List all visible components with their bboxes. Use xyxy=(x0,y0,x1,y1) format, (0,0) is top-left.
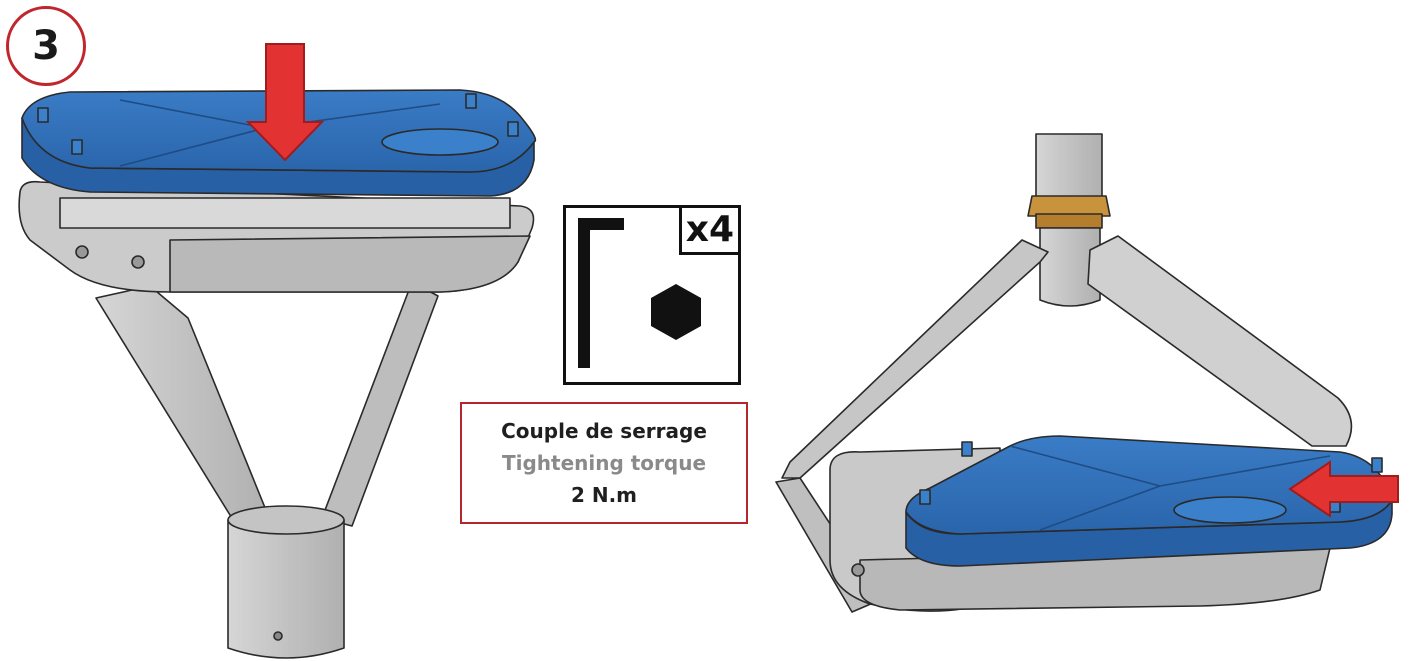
left-housing-rim xyxy=(59,197,511,229)
right-housing-screw xyxy=(851,563,865,577)
left-post-screw xyxy=(273,631,283,641)
torque-label-fr: Couple de serrage xyxy=(501,419,707,443)
quantity-tag: x4 xyxy=(678,205,741,255)
left-cover-seam-3 xyxy=(119,127,266,167)
right-luminaire xyxy=(775,133,1393,613)
left-post-top xyxy=(227,505,345,535)
step-badge: 3 xyxy=(6,6,86,86)
left-cover-plate xyxy=(381,128,499,156)
left-housing-front xyxy=(169,235,531,293)
left-post xyxy=(227,519,345,659)
torque-box: Couple de serrage Tightening torque 2 N.… xyxy=(460,402,748,524)
allen-key-hex-icon xyxy=(578,218,701,368)
right-cover-bolt-3 xyxy=(1371,457,1383,473)
right-cover-seam-1 xyxy=(1009,445,1161,487)
left-cover-seam-1 xyxy=(119,99,266,129)
right-cover-seam-3 xyxy=(1039,485,1161,531)
down-arrow-icon xyxy=(245,43,325,162)
left-cover-bolt-2 xyxy=(71,139,83,155)
allen-key-shape xyxy=(578,218,624,368)
left-cover-bolt-1 xyxy=(37,107,49,123)
left-arrow-icon xyxy=(1288,460,1399,518)
left-luminaire xyxy=(18,89,537,659)
left-arm-right xyxy=(321,281,439,527)
left-cover-bolt-4 xyxy=(507,121,519,137)
left-housing-screw-1 xyxy=(75,245,89,259)
right-pole xyxy=(1035,133,1103,199)
right-brass-collar xyxy=(1035,213,1103,229)
left-arm-left xyxy=(95,285,271,529)
torque-value: 2 N.m xyxy=(570,483,638,507)
right-brass-nut xyxy=(1027,195,1111,217)
tool-box: x4 xyxy=(563,205,741,385)
step-number: 3 xyxy=(32,23,60,69)
right-arm-front xyxy=(1087,235,1353,447)
left-cover-bolt-3 xyxy=(465,93,477,109)
torque-label-en: Tightening torque xyxy=(501,451,707,475)
right-arm-back xyxy=(781,239,1049,479)
left-housing-screw-2 xyxy=(131,255,145,269)
right-cover-bolt-2 xyxy=(919,489,931,505)
right-hub xyxy=(1039,227,1101,307)
right-cover-bolt-1 xyxy=(961,441,973,457)
hex-socket-shape xyxy=(651,284,701,340)
right-cover-plate xyxy=(1173,496,1287,524)
right-cover-seam-2 xyxy=(1159,455,1331,487)
